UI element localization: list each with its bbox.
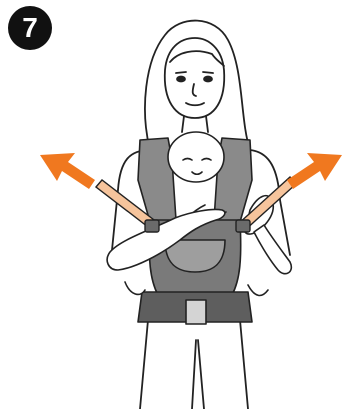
right-pull-arrow-icon bbox=[287, 153, 342, 189]
left-pull-arrow-icon bbox=[40, 153, 95, 189]
